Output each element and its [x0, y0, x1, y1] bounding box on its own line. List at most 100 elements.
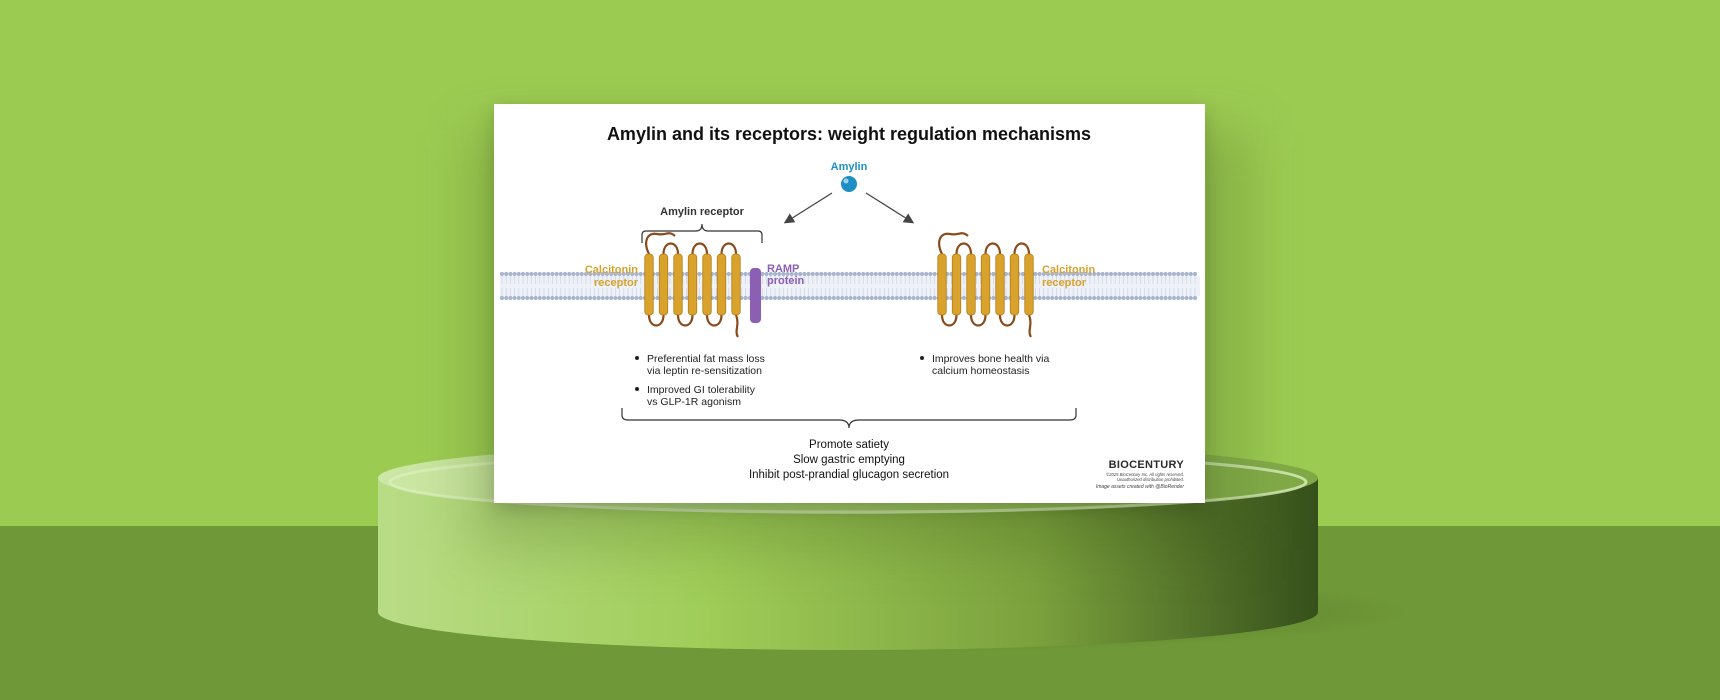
- lipid-head: [583, 271, 589, 277]
- lipid-head: [508, 295, 513, 301]
- lipid-head: [554, 271, 559, 277]
- intracellular-loop: [676, 314, 694, 327]
- lipid-head: [621, 295, 626, 301]
- lipid-head: [1041, 295, 1046, 301]
- lipid-head: [583, 295, 589, 301]
- lipid-head: [541, 295, 547, 301]
- lipid-head: [638, 295, 643, 301]
- lipid-head: [806, 295, 811, 301]
- lipid-head: [915, 271, 920, 277]
- lipid-head: [844, 295, 849, 301]
- lipid-head: [1020, 271, 1025, 277]
- lipid-head: [819, 295, 824, 301]
- lipid-head: [856, 271, 862, 277]
- lipid-head: [919, 271, 925, 277]
- bullet: [635, 387, 639, 391]
- lipid-head: [630, 271, 635, 277]
- lipid-head: [1125, 295, 1130, 301]
- amylin-highlight: [843, 178, 849, 184]
- lipid-head: [819, 271, 824, 277]
- lipid-head: [827, 295, 832, 301]
- extracellular-loop: [662, 242, 680, 255]
- intracellular-loop: [998, 314, 1016, 327]
- left-calcitonin-label-line1: Calcitonin: [585, 264, 638, 276]
- lipid-head: [1117, 295, 1122, 301]
- lipid-head: [512, 295, 517, 301]
- lipid-head: [499, 295, 505, 301]
- transmembrane-helix-4: [687, 253, 698, 316]
- lipid-head: [634, 271, 639, 277]
- lipid-head: [1054, 271, 1059, 277]
- lipid-head: [558, 271, 563, 277]
- lipid-head: [596, 271, 601, 277]
- lipid-head: [1134, 271, 1139, 277]
- lipid-head: [1058, 295, 1063, 301]
- lipid-head: [1150, 271, 1156, 277]
- lipid-head: [1100, 295, 1105, 301]
- lipid-head: [865, 271, 870, 277]
- ramp-label-line1: RAMP: [767, 263, 799, 275]
- transmembrane-helix-6: [716, 253, 727, 316]
- lipid-head: [781, 295, 786, 301]
- lipid-head: [1159, 271, 1164, 277]
- lipid-head: [869, 271, 874, 277]
- lipid-head: [592, 271, 597, 277]
- copyright-note-1: ©2025 BioCentury Inc. All rights reserve…: [1106, 472, 1184, 477]
- amylin-label: Amylin: [831, 161, 868, 173]
- lipid-head: [768, 295, 773, 301]
- lipid-head: [898, 295, 904, 301]
- lipid-head: [861, 295, 866, 301]
- lipid-head: [961, 271, 967, 277]
- extracellular-loop: [691, 242, 709, 255]
- left-effects-list: Preferential fat mass loss via leptin re…: [635, 353, 765, 408]
- lipid-head: [634, 295, 639, 301]
- lipid-head: [604, 295, 610, 301]
- arrow-to-amylin-receptor: [783, 192, 833, 224]
- lipid-head: [1037, 295, 1042, 301]
- biocentury-logo: BIOCENTURY: [1109, 459, 1185, 471]
- lipid-head: [1125, 271, 1130, 277]
- lipid-head: [928, 271, 933, 277]
- lipid-head: [793, 295, 799, 301]
- shared-effect-1: Promote satiety: [809, 439, 889, 451]
- lipid-head: [924, 271, 929, 277]
- lipid-head: [567, 295, 572, 301]
- lipid-head: [903, 295, 908, 301]
- amylin-receptor-complex: [644, 232, 741, 338]
- lipid-head: [550, 271, 555, 277]
- lipid-head: [1155, 271, 1160, 277]
- lipid-head: [1192, 295, 1198, 301]
- transmembrane-helix-7: [731, 253, 741, 316]
- lipid-head: [764, 295, 769, 301]
- lipid-head: [785, 271, 790, 277]
- lipid-head: [1138, 271, 1143, 277]
- intracellular-loop: [969, 314, 987, 327]
- lipid-head: [529, 295, 534, 301]
- intracellular-loop: [705, 314, 723, 327]
- lipid-head: [1092, 295, 1097, 301]
- transmembrane-helix-2: [658, 253, 669, 316]
- lipid-head: [793, 271, 799, 277]
- shared-effect-3: Inhibit post-prandial glucagon secretion: [749, 469, 949, 481]
- lipid-head: [1087, 271, 1093, 277]
- lipid-head: [1104, 295, 1109, 301]
- lipid-head: [823, 271, 828, 277]
- lipid-head: [625, 295, 631, 301]
- lipid-head: [1171, 271, 1177, 277]
- lipid-head: [1104, 271, 1109, 277]
- transmembrane-helix-7: [1024, 253, 1034, 316]
- lipid-head: [911, 271, 916, 277]
- lipid-head: [537, 271, 542, 277]
- lipid-head: [579, 295, 584, 301]
- lipid-head: [1054, 295, 1059, 301]
- left-effect-2-line1: Improved GI tolerability: [647, 384, 756, 396]
- transmembrane-helix-1: [644, 253, 654, 316]
- lipid-head: [1113, 271, 1118, 277]
- lipid-head: [1180, 295, 1185, 301]
- lipid-head: [1129, 295, 1135, 301]
- lipid-head: [600, 295, 605, 301]
- lipid-head: [516, 295, 521, 301]
- lipid-head: [1071, 295, 1076, 301]
- lipid-head: [600, 271, 605, 277]
- lipid-head: [588, 271, 593, 277]
